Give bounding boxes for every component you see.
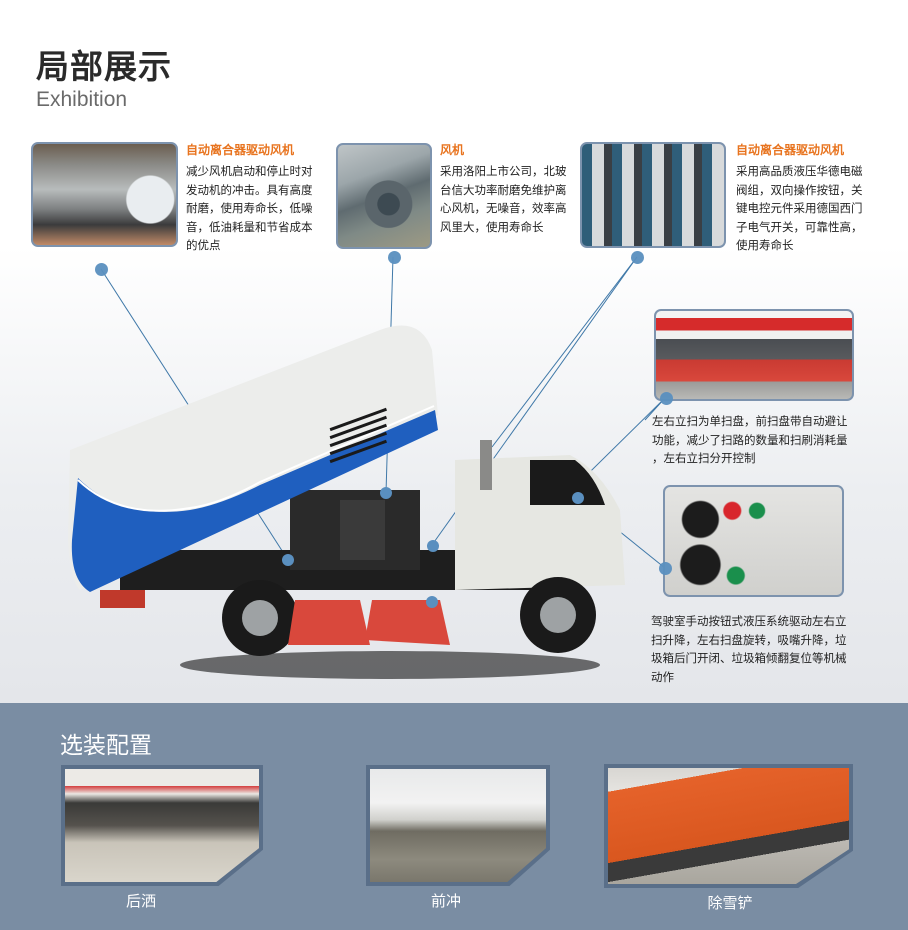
section-title: 选装配置 — [60, 733, 152, 759]
fan-photo — [336, 143, 432, 249]
page-subtitle: Exhibition — [36, 88, 128, 111]
feature-description: 减少风机启动和停止时对 发动机的冲击。具有高度 耐磨，使用寿命长，低噪 音，低油… — [186, 164, 313, 252]
feature-description: 采用高品质液压华德电磁 阀组，双向操作按钮，关 键电控元件采用德国西门 子电气开… — [736, 164, 863, 252]
snow-plow-photo — [608, 768, 849, 884]
control-panel-photo — [663, 485, 844, 597]
option-label: 前冲 — [430, 892, 461, 910]
engine-photo — [31, 142, 178, 247]
feature-title: 自动离合器驱动风机 — [186, 143, 295, 157]
hydraulic-valves-photo — [580, 142, 726, 248]
feature-title: 风机 — [440, 143, 465, 157]
page-title: 局部展示 — [36, 47, 172, 86]
option-card-front-washer[interactable] — [366, 765, 550, 886]
hotspot-dot[interactable] — [388, 251, 401, 264]
side-brushes-photo — [654, 309, 854, 401]
option-card-snow-plow[interactable] — [604, 764, 853, 888]
hotspot-dot[interactable] — [95, 263, 108, 276]
optional-config-section: 选装配置 后洒 前冲 除雪铲 — [0, 703, 908, 930]
hotspot-dot[interactable] — [659, 562, 672, 575]
hotspot-dot[interactable] — [631, 251, 644, 264]
option-label: 后洒 — [125, 892, 156, 910]
feature-description: 左右立扫为单扫盘，前扫盘带自动避让 功能，减少了扫路的数量和扫刷消耗量 ，左右立… — [652, 414, 848, 465]
feature-description: 驾驶室手动按钮式液压系统驱动左右立 扫升降，左右扫盘旋转，吸嘴升降，垃 圾箱后门… — [651, 614, 847, 684]
sweeper-truck-image — [68, 325, 625, 679]
feature-title: 自动离合器驱动风机 — [736, 143, 845, 157]
hotspot-dot[interactable] — [660, 392, 673, 405]
exhibition-section: 局部展示 Exhibition 自动离合器驱动风机 减少风机启动和停止时对 发动… — [0, 0, 908, 703]
option-label: 除雪铲 — [707, 894, 753, 912]
feature-description: 采用洛阳上市公司，北玻 台信大功率耐磨免维护离 心风机，无噪音，效率高 风里大，… — [440, 164, 567, 234]
front-washer-photo — [370, 769, 546, 882]
option-card-rear-sprinkler[interactable] — [61, 765, 263, 886]
rear-sprinkler-photo — [65, 769, 259, 882]
